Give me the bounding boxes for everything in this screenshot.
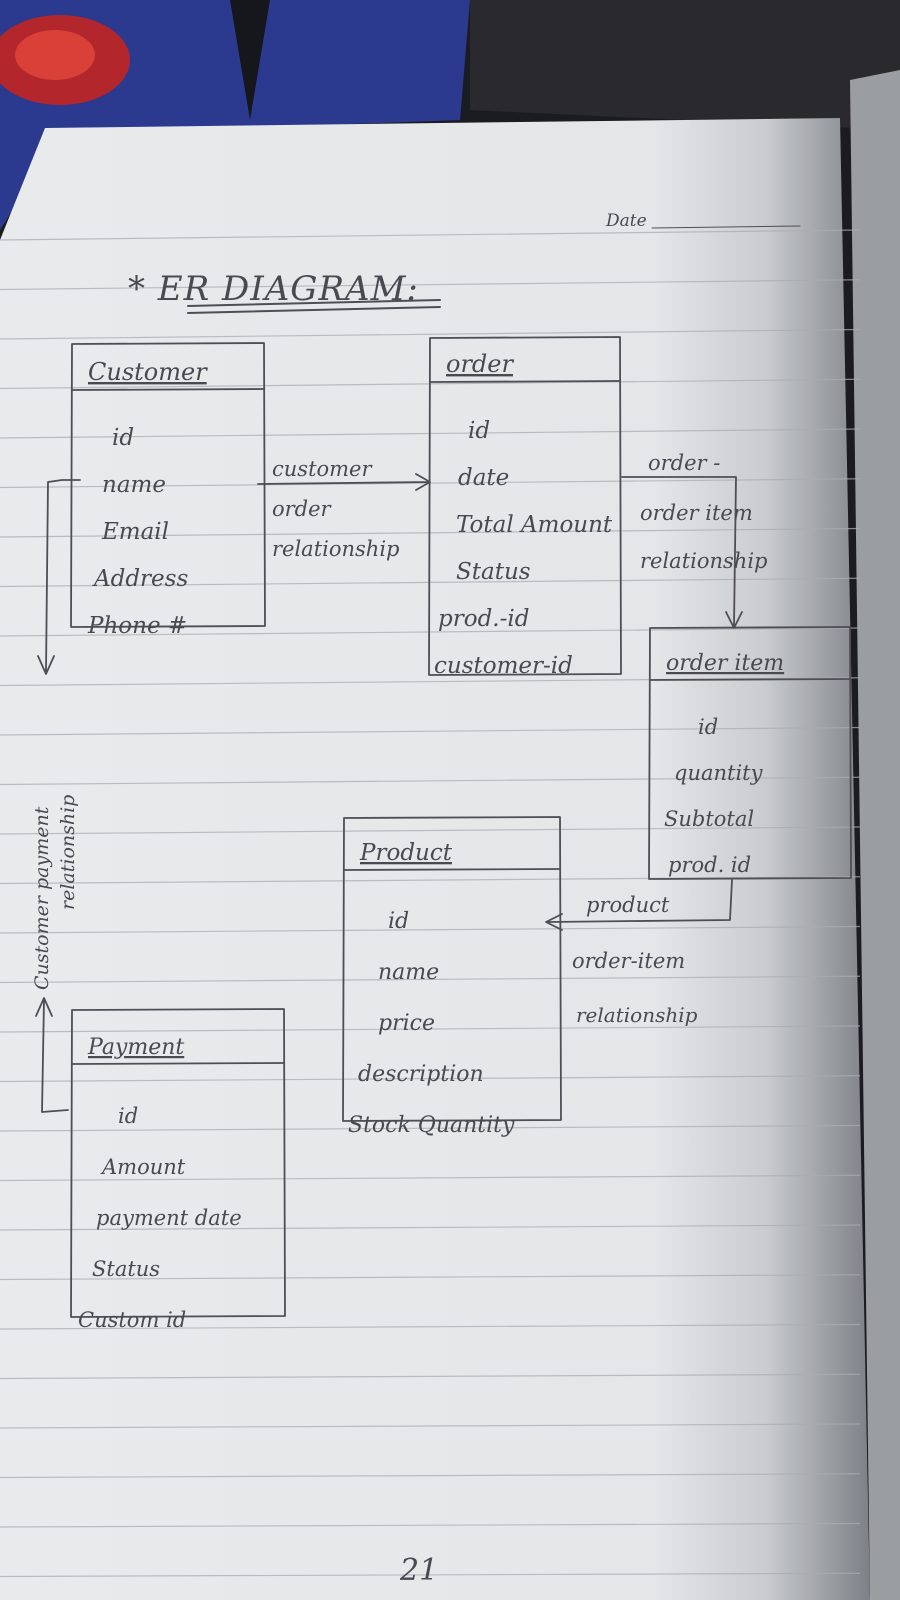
- customer-order-label-1: customer: [272, 457, 373, 481]
- ruled-line: [0, 279, 861, 291]
- entity-header-divider: [71, 1062, 285, 1065]
- customer-order-label-3: relationship: [272, 537, 400, 561]
- entity-attribute: Total Amount: [456, 512, 613, 538]
- entity-attribute: Status: [456, 559, 531, 585]
- notebook-page: [0, 118, 870, 1600]
- ruled-line: [0, 1025, 861, 1033]
- relationship-customer-payment: Customer payment relationship: [31, 479, 81, 1113]
- entity-attribute: prod.-id: [438, 606, 529, 632]
- ruled-line: [0, 328, 861, 340]
- entity-attribute: quantity: [674, 761, 764, 785]
- entity-header-divider: [429, 380, 621, 383]
- entity-header-divider: [71, 388, 265, 391]
- entity-name: order item: [666, 651, 784, 676]
- entity-attribute: description: [358, 1062, 484, 1087]
- product-orderitem-label-3: relationship: [576, 1003, 698, 1027]
- product-orderitem-arrow: [545, 879, 733, 931]
- entity-attribute: Stock Quantity: [348, 1113, 515, 1138]
- entity-name: Product: [359, 840, 453, 866]
- entity-box: [648, 626, 852, 880]
- product-orderitem-label-1: product: [586, 893, 670, 917]
- customer-order-label-2: order: [272, 497, 333, 521]
- entity-attribute: prod. id: [668, 853, 751, 877]
- entity-attribute: Status: [92, 1257, 160, 1281]
- entity-box: [428, 336, 622, 676]
- ruled-line: [0, 1323, 861, 1330]
- entity-attribute: Custom id: [78, 1308, 186, 1332]
- entity-attribute: id: [468, 418, 490, 444]
- order-orderitem-label-2: order item: [640, 501, 753, 525]
- customer-order-arrow: [257, 473, 431, 491]
- ruled-line: [0, 1124, 861, 1132]
- title-underline: [187, 299, 441, 314]
- entity-attribute: name: [102, 472, 166, 498]
- ruled-line: [0, 925, 861, 934]
- relationship-product-orderitem: product order-item relationship: [545, 879, 733, 1027]
- entity-attribute: Address: [92, 566, 188, 592]
- customer-payment-label-2: relationship: [57, 795, 79, 910]
- entity-attribute: price: [378, 1011, 435, 1036]
- entity-attribute: Email: [101, 519, 169, 545]
- entity-attribute: customer-id: [434, 653, 573, 679]
- date-label: Date: [605, 211, 647, 231]
- order-orderitem-label-1: order -: [648, 451, 720, 475]
- entity-attribute: date: [458, 465, 509, 491]
- entity-attribute: name: [378, 960, 439, 985]
- order-orderitem-label-3: relationship: [640, 549, 768, 573]
- entity-attribute: id: [118, 1104, 138, 1128]
- entity-attribute: payment date: [96, 1206, 242, 1230]
- entity-attribute: Subtotal: [664, 807, 754, 831]
- entity-attribute: Amount: [100, 1155, 186, 1179]
- entity-box: [342, 816, 562, 1122]
- entity-attribute: id: [112, 425, 134, 451]
- product-orderitem-label-2: order-item: [572, 949, 685, 973]
- ruled-line: [0, 1473, 861, 1479]
- entity-header-divider: [649, 678, 851, 681]
- ruled-line: [0, 826, 861, 835]
- ruled-line: [0, 229, 861, 241]
- entity-name: Payment: [87, 1035, 184, 1060]
- customer-payment-arrow-up: [35, 997, 69, 1113]
- entity-header-divider: [343, 868, 561, 871]
- customer-payment-label-1: Customer payment: [31, 806, 53, 990]
- ruled-line: [0, 1373, 861, 1380]
- entity-box: [70, 1008, 286, 1318]
- entity-attribute: id: [698, 715, 718, 739]
- page-number: 21: [399, 1553, 438, 1588]
- entity-attribute: id: [388, 909, 409, 934]
- ruled-line: [0, 1075, 861, 1083]
- ruled-line: [0, 1522, 861, 1528]
- ruled-line: [0, 1423, 861, 1429]
- entity-attribute: Phone #: [87, 613, 187, 639]
- entity-name: Customer: [88, 358, 208, 386]
- ruled-line: [0, 1572, 861, 1578]
- ruled-line: [0, 726, 861, 736]
- ruled-line: [0, 776, 861, 786]
- date-underline: [651, 225, 801, 229]
- ruled-line: [0, 975, 861, 984]
- ruled-line: [0, 1224, 861, 1231]
- relationship-customer-order: customer order relationship: [257, 457, 431, 561]
- ruled-line: [0, 1174, 861, 1182]
- entity-box: [70, 342, 266, 628]
- relationship-order-orderitem: order - order item relationship: [621, 451, 768, 629]
- customer-payment-arrow-down: [37, 479, 81, 675]
- entity-name: order: [446, 350, 514, 378]
- order-orderitem-arrow: [621, 476, 743, 629]
- ruled-line: [0, 1274, 861, 1281]
